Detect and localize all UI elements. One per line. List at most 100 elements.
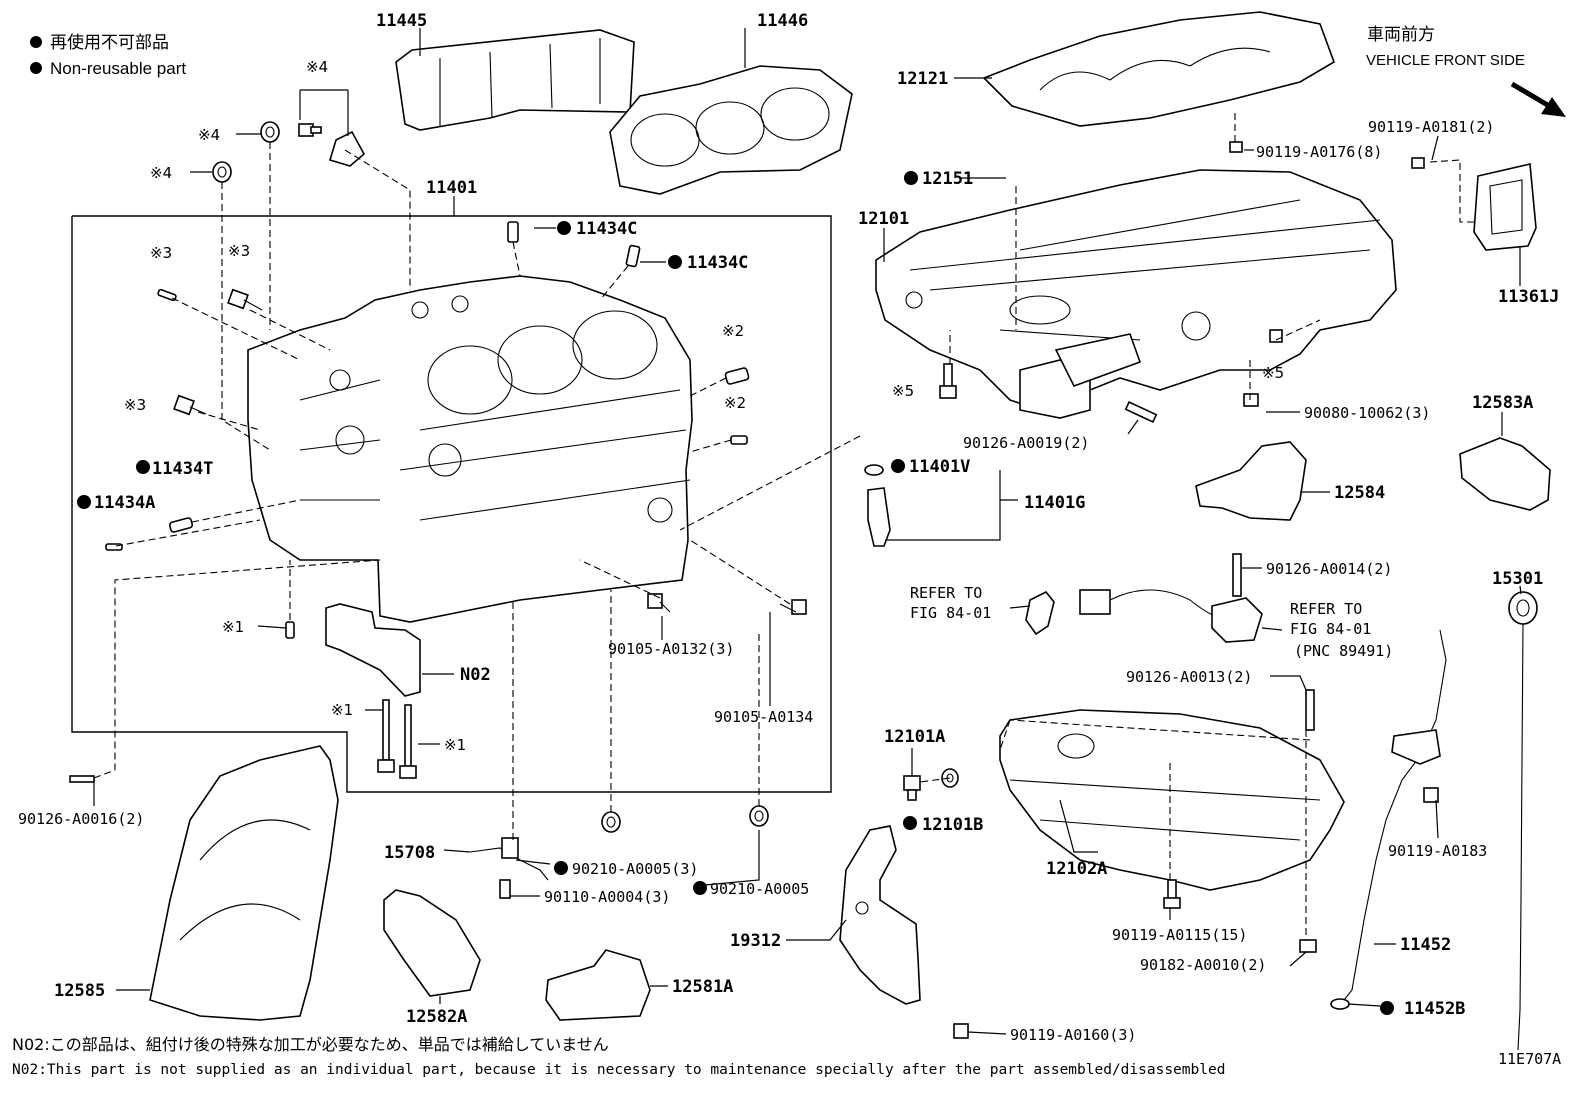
refer-2-line-3: (PNC 89491) [1294, 642, 1393, 660]
part-labels: 11445 11446 12121 11401 11434C 11434C 12… [18, 11, 1559, 1044]
label-12101B: 12101B [922, 815, 983, 835]
label-11452: 11452 [1400, 935, 1451, 955]
label-11361J: 11361J [1498, 287, 1559, 307]
part-19312-bracket [839, 825, 921, 1005]
marker-m1-b: ※1 [331, 701, 353, 719]
front-side-en: VEHICLE FRONT SIDE [1366, 52, 1525, 69]
pan-bolts [939, 141, 1439, 1039]
label-90126-A0014: 90126-A0014(2) [1266, 560, 1392, 578]
label-11434C-b: 11434C [687, 253, 748, 273]
refer-2-line-2: FIG 84-01 [1290, 620, 1371, 638]
label-12121: 12121 [897, 69, 948, 89]
label-90119-A0183: 90119-A0183 [1388, 842, 1487, 860]
figure-code: 11E707A [1498, 1050, 1561, 1068]
label-12584: 12584 [1334, 483, 1385, 503]
part-12582A-insulator [383, 889, 481, 997]
gaskets-90210 [601, 805, 769, 833]
footnote-en: N02:This part is not supplied as an indi… [12, 1062, 1225, 1078]
part-12121-baffle-plate [982, 11, 1335, 127]
label-90210-A0005-3: 90210-A0005(3) [572, 860, 698, 878]
label-12102A: 12102A [1046, 859, 1107, 879]
label-11401V: 11401V [909, 457, 970, 477]
block-group-frame [71, 215, 832, 793]
marker-m3-c: ※3 [124, 396, 146, 414]
marker-m3-b: ※3 [228, 242, 250, 260]
marker-m2-b: ※2 [724, 394, 746, 412]
label-90126-A0013: 90126-A0013(2) [1126, 668, 1252, 686]
part-15301-dipstick [1508, 591, 1538, 1051]
marker-m1-a: ※1 [222, 618, 244, 636]
part-11401G-assy [864, 464, 891, 547]
footnote-jp: N02:この部品は、組付け後の特殊な加工が必要なため、単品では補給していません [12, 1035, 609, 1054]
non-reusable-markers [77, 171, 1394, 1015]
label-N02: N02 [460, 665, 491, 685]
refer-1-line-1: REFER TO [910, 584, 982, 602]
part-11452-dipstick-guide [1330, 629, 1447, 1010]
part-12101-oil-pan-upper [875, 169, 1397, 419]
label-12101A: 12101A [884, 727, 945, 747]
legend-en: Non-reusable part [50, 59, 186, 78]
block-bolts [69, 288, 807, 783]
marker-m5-a: ※5 [892, 382, 914, 400]
marker-m2-a: ※2 [722, 322, 744, 340]
label-90110-A0004: 90110-A0004(3) [544, 888, 670, 906]
part-11446-insulator [609, 65, 853, 195]
label-90126-A0016: 90126-A0016(2) [18, 810, 144, 828]
footnote: N02:この部品は、組付け後の特殊な加工が必要なため、単品では補給していません … [12, 1035, 1561, 1078]
label-15708: 15708 [384, 843, 435, 863]
label-90105-A0134: 90105-A0134 [714, 708, 813, 726]
label-90119-A0176: 90119-A0176(8) [1256, 143, 1382, 161]
assembly-lines [93, 110, 1478, 940]
label-12585: 12585 [54, 981, 105, 1001]
sensor-parts-m4 [212, 121, 366, 183]
label-11401G: 11401G [1024, 493, 1085, 513]
part-12581A-insulator [545, 949, 651, 1021]
label-11446: 11446 [757, 11, 808, 31]
label-90080-10062: 90080-10062(3) [1304, 404, 1430, 422]
label-11445: 11445 [376, 11, 427, 31]
label-12151: 12151 [922, 169, 973, 189]
label-11434T: 11434T [152, 459, 213, 479]
part-12585-insulator [149, 745, 339, 1021]
marker-m4-a: ※4 [306, 58, 328, 76]
label-11434A: 11434A [94, 493, 155, 513]
part-11361J-cover [1473, 163, 1537, 251]
front-arrow-icon [1510, 81, 1566, 117]
refer-2-line-1: REFER TO [1290, 600, 1362, 618]
label-90119-A0160: 90119-A0160(3) [1010, 1026, 1136, 1044]
legend: 再使用不可部品 Non-reusable part [30, 32, 186, 78]
label-90126-A0019: 90126-A0019(2) [963, 434, 1089, 452]
front-side-jp: 車両前方 [1367, 25, 1435, 44]
refer-1-line-2: FIG 84-01 [910, 604, 991, 622]
label-12583A: 12583A [1472, 393, 1533, 413]
label-11452B: 11452B [1404, 999, 1465, 1019]
label-12101: 12101 [858, 209, 909, 229]
part-12101A-drain-plug [903, 775, 921, 801]
part-12584-insulator [1195, 441, 1307, 521]
label-90182-A0010: 90182-A0010(2) [1140, 956, 1266, 974]
marker-m1-c: ※1 [444, 736, 466, 754]
label-11434C-a: 11434C [576, 219, 637, 239]
label-15301: 15301 [1492, 569, 1543, 589]
part-12583A-insulator [1459, 437, 1551, 511]
label-11401: 11401 [426, 178, 477, 198]
leader-lines [93, 28, 1522, 1035]
marker-m4-b: ※4 [198, 126, 220, 144]
marker-m5-b: ※5 [1262, 364, 1284, 382]
label-90210-A0005: 90210-A0005 [710, 880, 809, 898]
marker-m3-a: ※3 [150, 244, 172, 262]
part-N02-bearing-cap [325, 603, 421, 697]
part-11445-insulator [395, 29, 635, 131]
part-11401-cylinder-block [247, 275, 693, 623]
label-12582A: 12582A [406, 1007, 467, 1027]
reference-markers: ※1 ※1 ※1 ※2 ※2 ※3 ※3 ※3 ※4 ※4 ※4 ※5 ※5 [124, 58, 1284, 754]
part-15708-oil-nozzle [469, 837, 549, 899]
label-90119-A0181: 90119-A0181(2) [1368, 118, 1494, 136]
label-90105-A0132: 90105-A0132(3) [608, 640, 734, 658]
non-reusable-dot-icon [30, 36, 42, 48]
non-reusable-dot-icon [30, 62, 42, 74]
label-19312: 19312 [730, 931, 781, 951]
label-90119-A0115: 90119-A0115(15) [1112, 926, 1247, 944]
marker-m4-c: ※4 [150, 164, 172, 182]
